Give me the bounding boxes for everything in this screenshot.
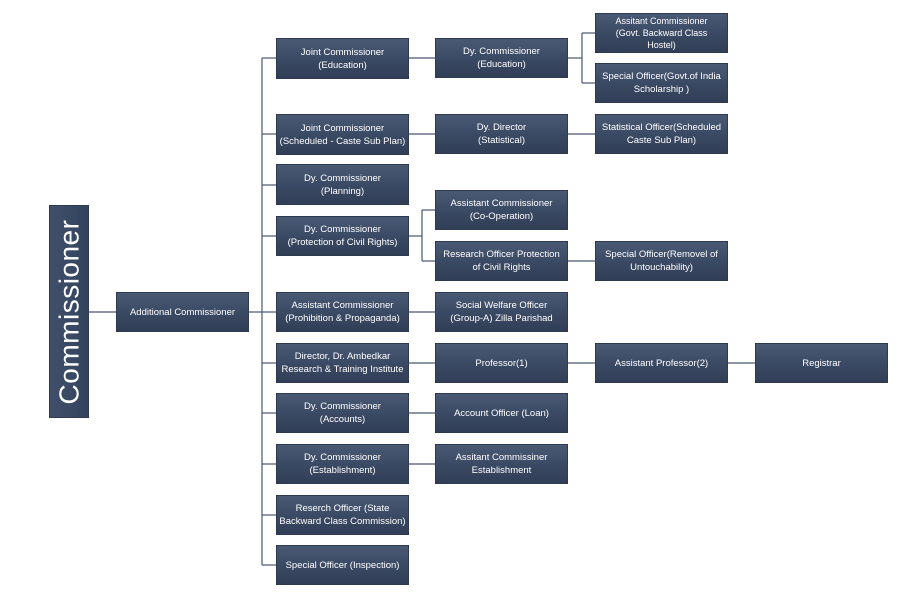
dy-commissioner-accounts-box: Dy. Commissioner (Accounts) (276, 393, 409, 433)
additional-commissioner-box: Additional Commissioner (116, 292, 249, 332)
dy-commissioner-civil-rights-box: Dy. Commissioner (Protection of Civil Ri… (276, 216, 409, 256)
special-officer-inspection-box: Special Officer (Inspection) (276, 545, 409, 585)
research-officer-civil-rights-box: Research Officer Protection of Civil Rig… (435, 241, 568, 281)
special-officer-scholarship-box: Special Officer(Govt.of India Scholarshi… (595, 63, 728, 103)
research-officer-bc-commission-box: Reserch Officer (State Backward Class Co… (276, 495, 409, 535)
commissioner-box: Commissioner (49, 205, 89, 418)
assistant-commissioner-hostel-box: Assitant Commissioner (Govt. Backward Cl… (595, 13, 728, 53)
social-welfare-officer-box: Social Welfare Officer (Group-A) Zilla P… (435, 292, 568, 332)
assistant-professor-box: Assistant Professor(2) (595, 343, 728, 383)
assistant-commissioner-establishment-box: Assitant Commissiner Establishment (435, 444, 568, 484)
dy-commissioner-education-box: Dy. Commissioner (Education) (435, 38, 568, 78)
special-officer-untouchability-box: Special Officer(Removel of Untouchabilit… (595, 241, 728, 281)
assistant-commissioner-prohibition-box: Assistant Commissioner (Prohibition & Pr… (276, 292, 409, 332)
statistical-officer-box: Statistical Officer(Scheduled Caste Sub … (595, 114, 728, 154)
dy-commissioner-establishment-box: Dy. Commissioner (Establishment) (276, 444, 409, 484)
assistant-commissioner-cooperation-box: Assistant Commissioner (Co-Operation) (435, 190, 568, 230)
registrar-box: Registrar (755, 343, 888, 383)
commissioner-label: Commissioner (53, 219, 84, 404)
professor-box: Professor(1) (435, 343, 568, 383)
director-ambedkar-institute-box: Director, Dr. Ambedkar Research & Traini… (276, 343, 409, 383)
dy-director-statistical-box: Dy. Director (Statistical) (435, 114, 568, 154)
joint-commissioner-sc-sub-plan-box: Joint Commissioner (Scheduled - Caste Su… (276, 114, 409, 155)
dy-commissioner-planning-box: Dy. Commissioner (Planning) (276, 164, 409, 205)
joint-commissioner-education-box: Joint Commissioner (Education) (276, 38, 409, 79)
account-officer-loan-box: Account Officer (Loan) (435, 393, 568, 433)
